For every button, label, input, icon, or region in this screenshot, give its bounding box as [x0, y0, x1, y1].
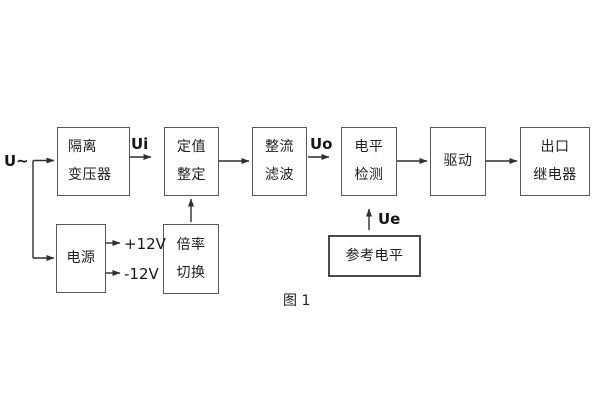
block-output-relay: 出口 继电器 — [520, 127, 590, 196]
block-rectifier-filter: 整流 滤波 — [252, 127, 307, 196]
block-label-line: 检测 — [354, 167, 384, 183]
block-power-supply: 电源 — [56, 224, 106, 293]
block-level-detector: 电平 检测 — [341, 127, 397, 196]
block-label-line: 倍率 — [176, 236, 206, 253]
block-label-line: 电平 — [354, 139, 384, 155]
block-label-line: 隔离 — [68, 139, 97, 155]
block-label-line: 定值 — [177, 139, 206, 155]
block-ratio-switch: 倍率 切换 — [163, 224, 219, 294]
block-label-line: 变压器 — [68, 167, 112, 183]
block-isolation-transformer: 隔离 变压器 — [57, 127, 130, 196]
signal-uo-label: Uo — [310, 135, 333, 153]
block-setting-adjust: 定值 整定 — [164, 127, 219, 196]
input-voltage-label: U~ — [4, 152, 29, 170]
signal-ue-label: Ue — [378, 210, 401, 228]
block-driver: 驱动 — [430, 127, 486, 196]
signal-ui-label: Ui — [131, 135, 149, 153]
block-label-line: 继电器 — [533, 167, 577, 183]
block-label-line: 滤波 — [265, 167, 294, 183]
block-label-line: 参考电平 — [345, 247, 404, 264]
supply-positive-label: +12V — [124, 235, 166, 253]
supply-negative-label: -12V — [124, 265, 159, 283]
block-label-line: 出口 — [540, 139, 570, 155]
block-label-line: 电源 — [66, 250, 96, 266]
block-label-line: 切换 — [176, 264, 206, 281]
block-label-line: 整定 — [177, 167, 206, 183]
block-reference-level: 参考电平 — [328, 235, 421, 277]
figure-caption: 图 1 — [283, 293, 311, 309]
block-label-line: 驱动 — [443, 153, 473, 169]
block-label-line: 整流 — [265, 139, 294, 155]
